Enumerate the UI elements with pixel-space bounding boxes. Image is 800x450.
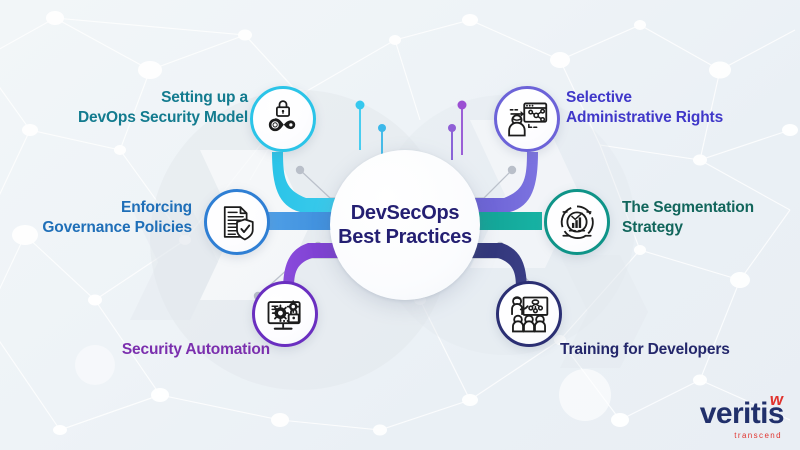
padlock-infinity-icon	[262, 98, 304, 140]
training-presentation-icon	[507, 292, 551, 336]
brand-logo: veritis w transcend	[699, 390, 785, 440]
brand-mark-icon: w	[768, 390, 785, 409]
label-governance-policies: Enforcing Governance Policies	[42, 199, 192, 236]
node-devops-security-model[interactable]	[250, 86, 316, 152]
node-security-automation[interactable]	[252, 281, 318, 347]
admin-user-network-icon	[505, 97, 549, 141]
brand-name: veritis	[699, 397, 785, 430]
label-security-automation: Security Automation	[121, 341, 270, 358]
brand-tagline: transcend	[734, 431, 782, 440]
document-shield-check-icon	[216, 201, 258, 243]
node-training-developers[interactable]	[496, 281, 562, 347]
node-governance-policies[interactable]	[204, 189, 270, 255]
label-administrative-rights: Selective Administrative Rights	[566, 89, 724, 126]
label-devops-security-model: Setting up a DevOps Security Model	[78, 89, 248, 126]
node-segmentation-strategy[interactable]	[544, 189, 610, 255]
label-segmentation-strategy: The Segmentation Strategy	[622, 199, 754, 236]
center-hub: DevSecOps Best Practices	[330, 150, 480, 300]
hub-title-line-2: Best Practices	[338, 226, 472, 248]
label-training-developers: Training for Developers	[560, 341, 730, 358]
segmented-chart-icon	[555, 200, 599, 244]
hub-title-line-1: DevSecOps	[350, 201, 460, 224]
monitor-gears-lock-icon	[263, 292, 307, 336]
node-administrative-rights[interactable]	[494, 86, 560, 152]
